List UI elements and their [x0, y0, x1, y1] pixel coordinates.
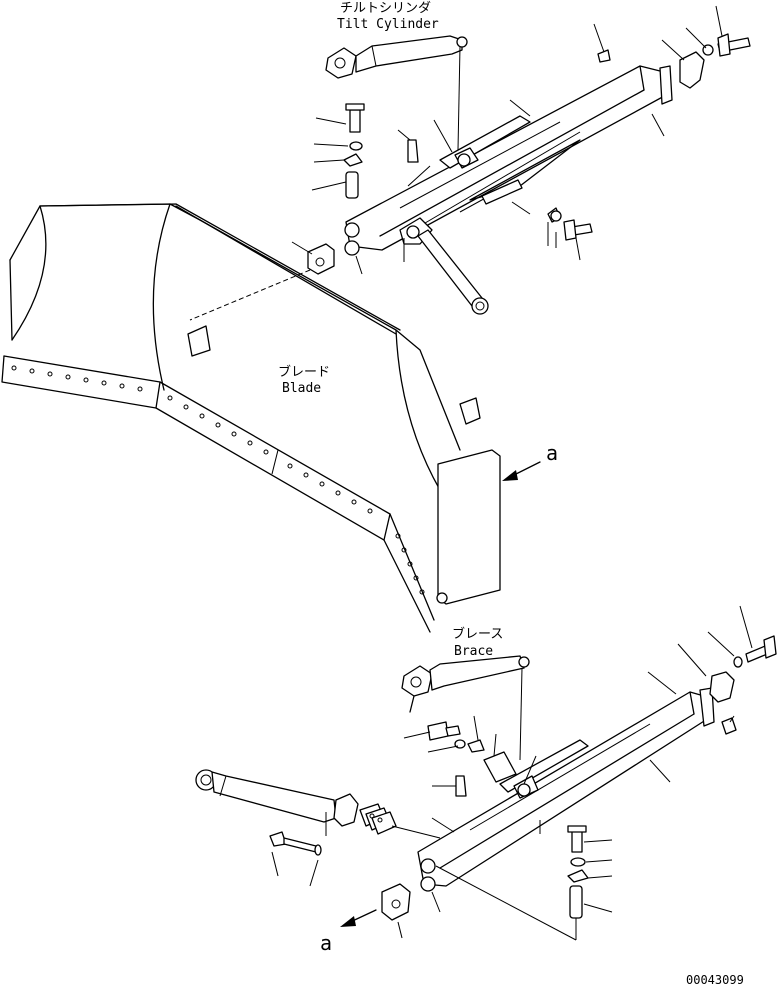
lower-right-hardware: [709, 635, 777, 735]
tilt-cylinder-label-en: Tilt Cylinder: [337, 17, 439, 32]
brace-upper: [401, 655, 530, 713]
pin-upper: [481, 179, 523, 205]
view-label-a-top: a: [546, 441, 558, 465]
blade: [1, 203, 501, 633]
block-bottom: [381, 883, 411, 921]
lower-cylinder: [195, 769, 359, 827]
cutting-edge-holes: [11, 365, 425, 595]
blade-label-en: Blade: [282, 381, 321, 396]
lower-left-bolt: [269, 831, 322, 856]
shim-plates: [359, 803, 397, 835]
tilt-cylinder-label-jp: チルトシリンダ: [340, 1, 431, 16]
view-arrow-a-bottom: [340, 909, 377, 927]
upper-arm-rod: [417, 229, 489, 315]
bottom-right-hardware: [567, 825, 589, 919]
leader-tilt-cyl: [457, 45, 461, 151]
view-label-a-bottom: a: [320, 931, 332, 955]
pin-lower: [483, 751, 517, 783]
upper-arm: [344, 65, 673, 256]
brace-label-en: Brace: [454, 644, 493, 659]
blade-label-jp: ブレード: [278, 364, 330, 380]
view-arrow-a-top: [502, 461, 541, 481]
lower-left-hardware: [427, 721, 485, 797]
tilt-cylinder-top: [325, 35, 468, 79]
drawing-number: 00043099: [686, 973, 744, 986]
upper-left-hardware: [343, 103, 419, 199]
lower-arm: [417, 687, 715, 892]
brace-label-jp: ブレース: [452, 626, 503, 642]
block-top: [307, 243, 335, 275]
